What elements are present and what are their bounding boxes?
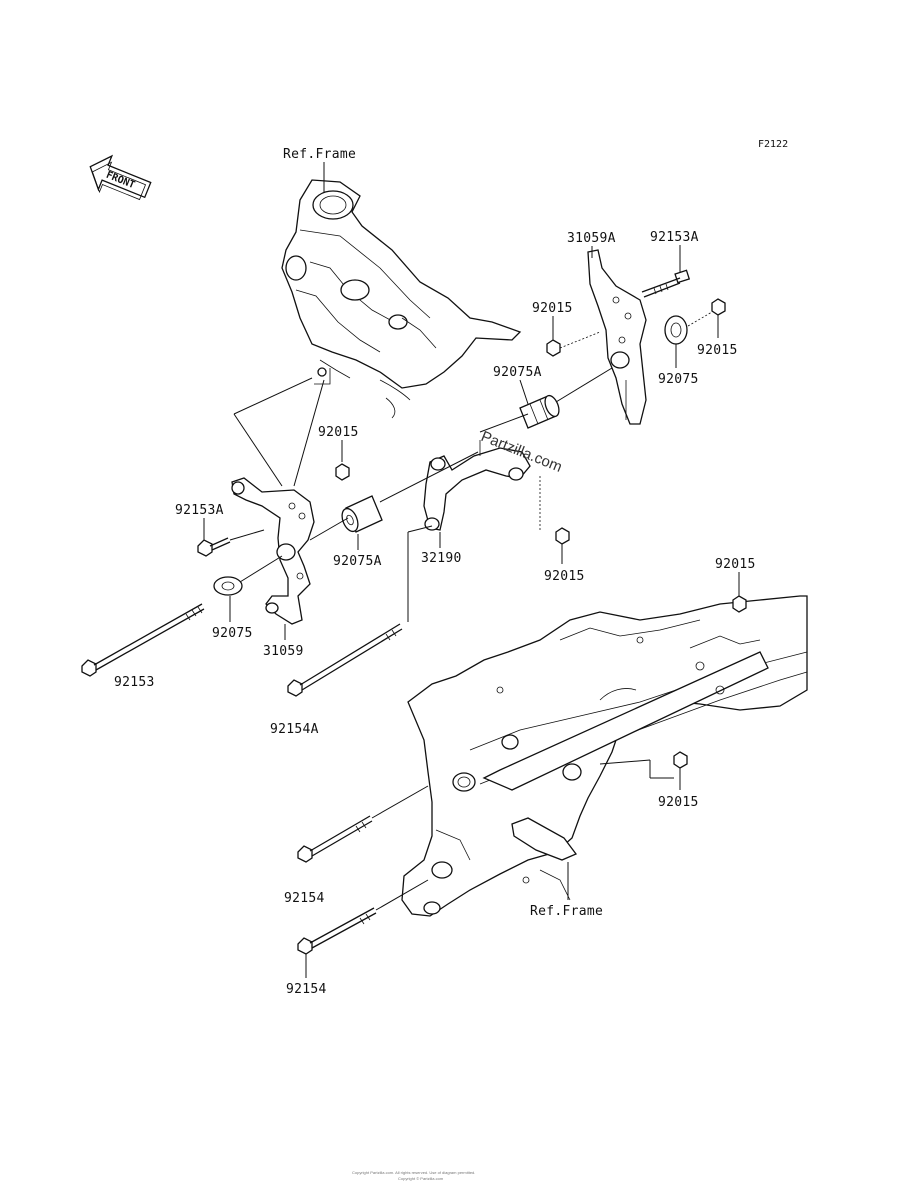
part-31059A-label: 31059A [567, 231, 616, 246]
bolt-92153A-left [197, 537, 231, 557]
part-92154-a-label: 92154 [284, 891, 325, 906]
bracket-32190 [423, 440, 531, 531]
assembly-line [239, 555, 283, 583]
lower-frame-illustration [401, 595, 808, 917]
bolt-92154A [287, 623, 403, 697]
part-32190-label: 32190 [421, 551, 462, 566]
assembly-line [371, 785, 429, 819]
part-92015-a-label: 92015 [532, 301, 573, 316]
upper-frame-illustration [281, 179, 522, 419]
bolt-92153A-right [641, 269, 691, 298]
nut-92015-b [711, 298, 726, 316]
leader-line [519, 379, 529, 405]
bushing-92075A-left [341, 495, 383, 533]
bolt-92153 [81, 603, 205, 677]
part-92015-d-label: 92015 [544, 569, 585, 584]
part-92153A-left-label: 92153A [175, 503, 224, 518]
nut-92015-c [335, 463, 350, 481]
assembly-line [309, 517, 349, 541]
part-31059-label: 31059 [263, 644, 304, 659]
part-92153-label: 92153 [114, 675, 155, 690]
assembly-line [479, 413, 529, 433]
part-92154-b-label: 92154 [286, 982, 327, 997]
footer-line-1: Copyright Partzilla.com. All rights rese… [352, 1170, 475, 1175]
assembly-line [379, 451, 479, 503]
bolt-92154-upper [297, 815, 373, 863]
assembly-line [233, 377, 313, 415]
leader-line [555, 367, 613, 403]
ref-frame-top-label: Ref.Frame [283, 147, 356, 162]
part-92015-f-label: 92015 [658, 795, 699, 810]
washer-92075-left [213, 576, 243, 596]
part-92015-c-label: 92015 [318, 425, 359, 440]
nut-92015-a [546, 339, 561, 357]
part-92015-e-label: 92015 [715, 557, 756, 572]
left-bracket-31059 [231, 477, 315, 625]
leader-line [599, 759, 651, 765]
front-arrow-icon: FRONT [89, 154, 152, 201]
part-92154A-label: 92154A [270, 722, 319, 737]
dashed-leader [687, 311, 713, 327]
part-92075A-right-label: 92075A [493, 365, 542, 380]
nut-92015-e [732, 595, 747, 613]
diagram-code: F2122 [758, 139, 788, 150]
part-92075A-left-label: 92075A [333, 554, 382, 569]
ref-frame-bottom-label: Ref.Frame [530, 904, 603, 919]
nut-92015-f [673, 751, 688, 769]
part-92153A-right-label: 92153A [650, 230, 699, 245]
assembly-line [407, 525, 433, 533]
washer-92075-right [664, 315, 688, 345]
assembly-line [293, 379, 325, 487]
assembly-line [375, 879, 429, 911]
footer-line-2: Copyright © Partzilla.com [398, 1176, 444, 1181]
part-92075-left-label: 92075 [212, 626, 253, 641]
assembly-line [233, 413, 283, 487]
leader-line [229, 529, 265, 541]
dashed-leader [559, 331, 601, 349]
part-92015-b-label: 92015 [697, 343, 738, 358]
bolt-92154-lower [297, 907, 377, 955]
right-bracket-31059A [587, 249, 647, 425]
bushing-92075A-right [519, 394, 560, 429]
part-92075-right-label: 92075 [658, 372, 699, 387]
nut-92015-d [555, 527, 570, 545]
